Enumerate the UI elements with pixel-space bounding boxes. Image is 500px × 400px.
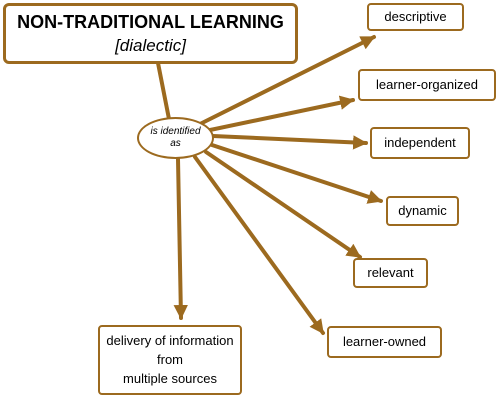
concept-label: relevant bbox=[367, 265, 414, 280]
arrow-to-relevant bbox=[204, 150, 362, 259]
arrow-to-independent bbox=[211, 134, 368, 150]
main-concept-box: NON-TRADITIONAL LEARNING [dialectic] bbox=[3, 3, 298, 64]
concept-label: independent bbox=[384, 135, 456, 150]
concept-label: dynamic bbox=[398, 203, 447, 218]
delivery-line-1: delivery of information bbox=[106, 333, 234, 348]
concept-dynamic: dynamic bbox=[386, 196, 459, 226]
concept-independent: independent bbox=[370, 127, 470, 159]
concept-label: learner-organized bbox=[376, 77, 478, 92]
linking-phrase-text: is identified as bbox=[150, 126, 201, 149]
delivery-line-2: from bbox=[157, 352, 183, 367]
connector-main-to-phrase bbox=[156, 61, 171, 121]
arrow-to-learner-organized bbox=[208, 95, 355, 132]
concept-delivery-of-information: delivery of information from multiple so… bbox=[98, 325, 242, 395]
arrow-to-learner-owned bbox=[193, 155, 325, 335]
arrow-to-delivery bbox=[173, 157, 188, 320]
concept-learner-owned: learner-owned bbox=[327, 326, 442, 358]
arrow-to-descriptive bbox=[198, 35, 376, 126]
linking-phrase-ellipse: is identified as bbox=[137, 117, 214, 159]
main-concept-title: NON-TRADITIONAL LEARNING bbox=[17, 11, 284, 32]
arrow-to-dynamic bbox=[210, 143, 383, 204]
concept-label: descriptive bbox=[384, 9, 447, 24]
concept-descriptive: descriptive bbox=[367, 3, 464, 31]
main-concept-subtitle: [dialectic] bbox=[115, 35, 186, 55]
concept-relevant: relevant bbox=[353, 258, 428, 288]
delivery-line-3: multiple sources bbox=[123, 371, 217, 386]
concept-learner-organized: learner-organized bbox=[358, 69, 496, 101]
concept-label: learner-owned bbox=[342, 334, 427, 349]
